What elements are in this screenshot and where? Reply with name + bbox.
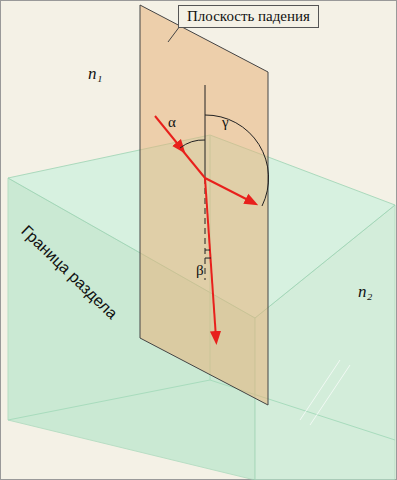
angle-label: α [168,114,176,131]
caption-box: Плоскость падения [178,5,319,28]
medium-index: n₁ [88,64,102,84]
node-text: Плоскость падения [187,8,310,25]
medium-index: n₂ [358,282,372,302]
angle-label: β [196,262,204,279]
angle-label: γ [222,114,229,131]
